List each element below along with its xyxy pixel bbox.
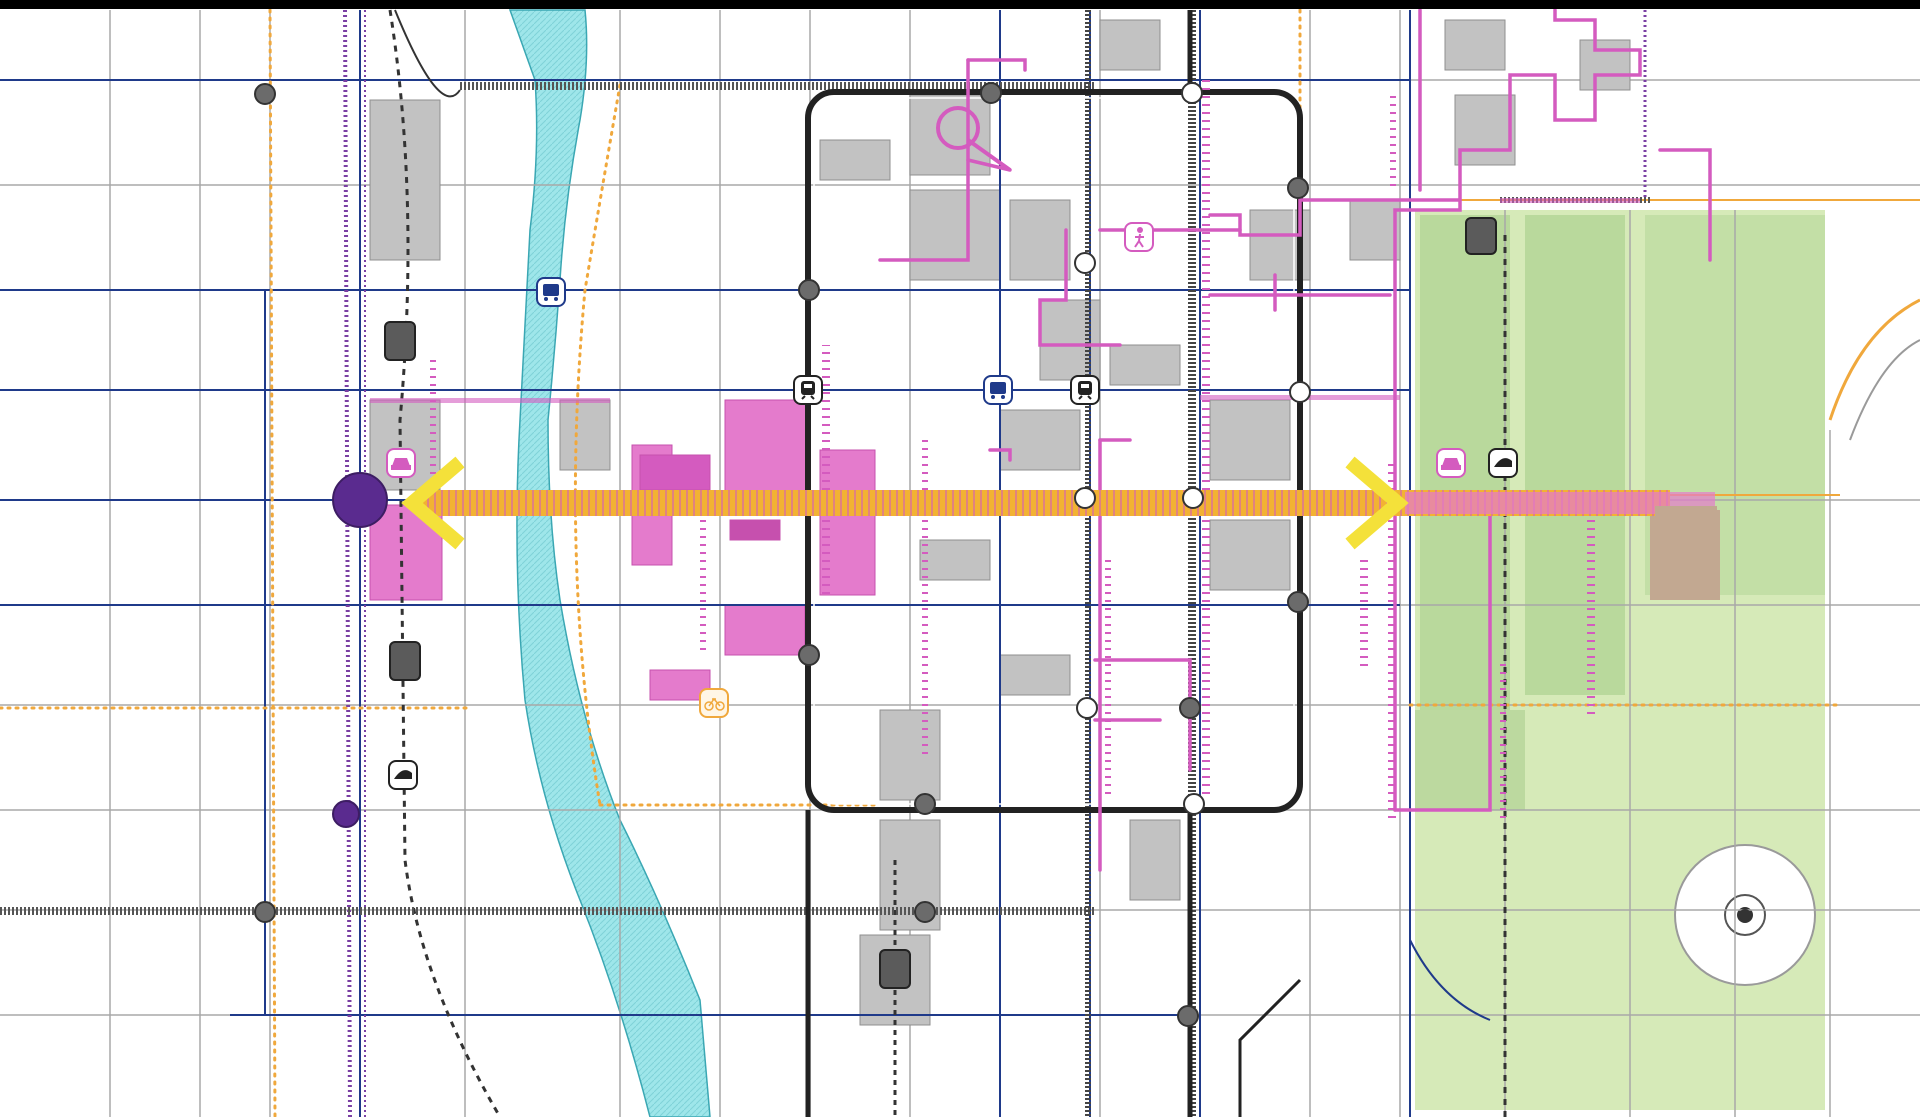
station-blocks	[384, 217, 1497, 989]
bus-icon[interactable]	[536, 277, 566, 307]
terminal-station-large[interactable]	[332, 472, 388, 528]
pedway-ticks	[430, 80, 1595, 820]
station-marker	[1074, 487, 1096, 509]
east-west-corridor	[420, 490, 1717, 596]
station-marker	[798, 644, 820, 666]
top-edge-bar	[0, 0, 1920, 9]
station-block	[879, 949, 911, 989]
station-marker	[1179, 697, 1201, 719]
station-marker	[1287, 177, 1309, 199]
station-marker	[1289, 381, 1311, 403]
water-taxi-icon[interactable]	[388, 760, 418, 790]
station-marker	[254, 83, 276, 105]
station-marker	[1182, 487, 1204, 509]
station-marker	[1287, 591, 1309, 613]
water-taxi-icon[interactable]	[1488, 448, 1518, 478]
station-marker	[1183, 793, 1205, 815]
rail-diagonal	[1238, 978, 1302, 1117]
taxi-icon[interactable]	[1436, 448, 1466, 478]
station-marker	[1177, 1005, 1199, 1027]
metra-line	[343, 9, 1647, 1117]
station-marker	[1181, 82, 1203, 104]
loop-track	[805, 89, 1303, 813]
station-marker	[798, 279, 820, 301]
pedway-ticks-horizontal-2	[370, 398, 610, 403]
corridor-arrow-east	[1345, 456, 1409, 550]
station-block	[389, 641, 421, 681]
train-icon[interactable]	[1070, 375, 1100, 405]
station-marker	[1076, 697, 1098, 719]
bus-icon[interactable]	[983, 375, 1013, 405]
station-block	[384, 321, 416, 361]
corridor-arrow-west	[401, 456, 465, 550]
pedway-ticks-horizontal-3	[1500, 198, 1640, 203]
pedway-roundabout	[936, 106, 980, 150]
pedestrian-icon[interactable]	[1124, 222, 1154, 252]
taxi-icon[interactable]	[386, 448, 416, 478]
fountain-icon	[1739, 909, 1751, 921]
rail-lines	[388, 9, 1507, 1117]
loop-stations	[254, 82, 1311, 1027]
station-block	[1465, 217, 1497, 255]
terminal-station-small[interactable]	[332, 800, 360, 828]
loop-track-inner	[813, 97, 1295, 805]
train-icon[interactable]	[793, 375, 823, 405]
bike-icon[interactable]	[699, 688, 729, 718]
station-marker	[980, 82, 1002, 104]
station-marker	[1074, 252, 1096, 274]
station-marker	[254, 901, 276, 923]
pedway-roundabout-spur	[966, 138, 1012, 172]
station-marker	[914, 793, 936, 815]
station-marker	[914, 901, 936, 923]
